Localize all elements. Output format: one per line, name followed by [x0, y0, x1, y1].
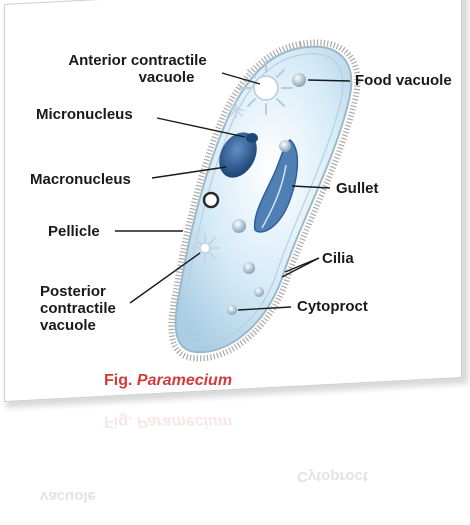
label-cilia: Cilia [322, 250, 354, 267]
reflection-caption: Fig. Paramecium [104, 412, 232, 430]
label-posterior-line1: Posterior [40, 283, 116, 300]
food-vacuole-4 [232, 219, 246, 233]
cytoproct-shape [227, 305, 237, 315]
label-posterior-contractile-vacuole: Posterior contractile vacuole [40, 283, 116, 334]
small-vacuole-star [228, 102, 244, 118]
micronucleus-shape [246, 133, 258, 143]
label-anterior-line1: Anterior contractile [45, 52, 230, 69]
label-micronucleus: Micronucleus [36, 106, 133, 123]
food-vacuole-2 [279, 140, 291, 152]
reflection-posterior-line3: vacuole [40, 488, 96, 505]
label-anterior-contractile-vacuole: Anterior contractile vacuole [45, 52, 230, 86]
reflection: Fig. Paramecium vacuole Cytoproct [0, 404, 470, 525]
label-posterior-line2: contractile [40, 300, 116, 317]
label-pellicle: Pellicle [48, 223, 100, 240]
caption-prefix: Fig. [104, 372, 137, 389]
reflection-cytoproct: Cytoproct [297, 468, 368, 485]
posterior-contractile-vacuole [191, 234, 219, 262]
food-vacuole-shape [292, 73, 306, 87]
label-food-vacuole: Food vacuole [355, 72, 452, 89]
label-macronucleus: Macronucleus [30, 171, 131, 188]
anterior-contractile-vacuole [240, 62, 292, 114]
food-vacuole-3 [204, 193, 218, 207]
caption-name: Paramecium [137, 372, 232, 389]
reflection-caption-prefix: Fig. [104, 413, 137, 430]
label-cytoproct: Cytoproct [297, 298, 368, 315]
label-anterior-line2: vacuole [45, 69, 230, 86]
label-posterior-line3: vacuole [40, 317, 116, 334]
label-gullet: Gullet [336, 180, 379, 197]
figure-caption: Fig. Paramecium [104, 372, 232, 390]
food-vacuole-5 [243, 262, 255, 274]
reflection-caption-name: Paramecium [137, 413, 232, 430]
food-vacuole-6 [254, 287, 264, 297]
